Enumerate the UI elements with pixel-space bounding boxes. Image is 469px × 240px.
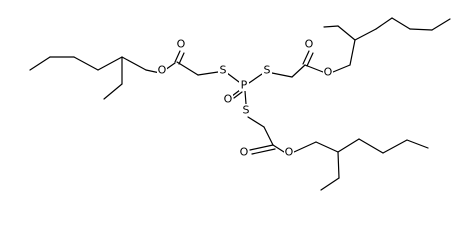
bond [302,50,310,65]
bond [375,17,393,30]
bond [409,28,433,31]
atom-label-s-bottom: S [243,104,250,117]
bond [337,151,340,179]
bond [354,28,377,41]
bond [349,39,356,66]
bond [315,141,339,153]
chemical-structure-diagram: O O S P S O O O S O O [29,17,451,191]
atom-label-o-bottom-carbonyl: O [240,146,249,159]
bond [197,71,219,76]
bond [178,52,185,65]
bond [231,89,241,97]
bond [406,139,429,149]
bond [97,56,123,71]
bond [103,83,123,100]
bond [358,138,384,154]
bond [247,116,265,128]
bond [263,126,274,146]
bond [332,64,351,73]
bond [291,64,306,78]
atom-label-o-left-ester: O [158,64,167,77]
bond [251,148,276,155]
atom-label-o-bottom-ester: O [285,146,294,159]
bond-lines [29,17,451,191]
bond [293,141,317,153]
bond [226,72,240,83]
bond [391,17,411,30]
bond [323,25,339,28]
atom-label-p-oxo: O [224,93,233,106]
atom-label-s-left: S [220,64,227,77]
bond [320,177,340,191]
atom-label-s-right: S [264,64,271,77]
bond [382,139,408,154]
bond [29,56,51,71]
bond [244,90,247,105]
atom-label-p: P [241,79,248,92]
bond [176,61,199,76]
bond [306,52,314,67]
bond [174,50,181,63]
bond [73,56,99,71]
atom-label-o-right-carbonyl: O [305,38,314,51]
bond [337,25,356,41]
bond [337,138,360,153]
bond [431,18,451,31]
bond [304,64,324,73]
bond [121,56,147,71]
atom-labels: O O S P S O O O S O O [157,38,333,159]
bond [248,73,263,84]
bond [272,144,285,153]
bond [271,72,293,78]
bond [249,144,274,151]
atom-label-o-right-ester: O [324,66,333,79]
atom-label-o-left-carbonyl: O [177,38,186,51]
bond [233,91,243,99]
